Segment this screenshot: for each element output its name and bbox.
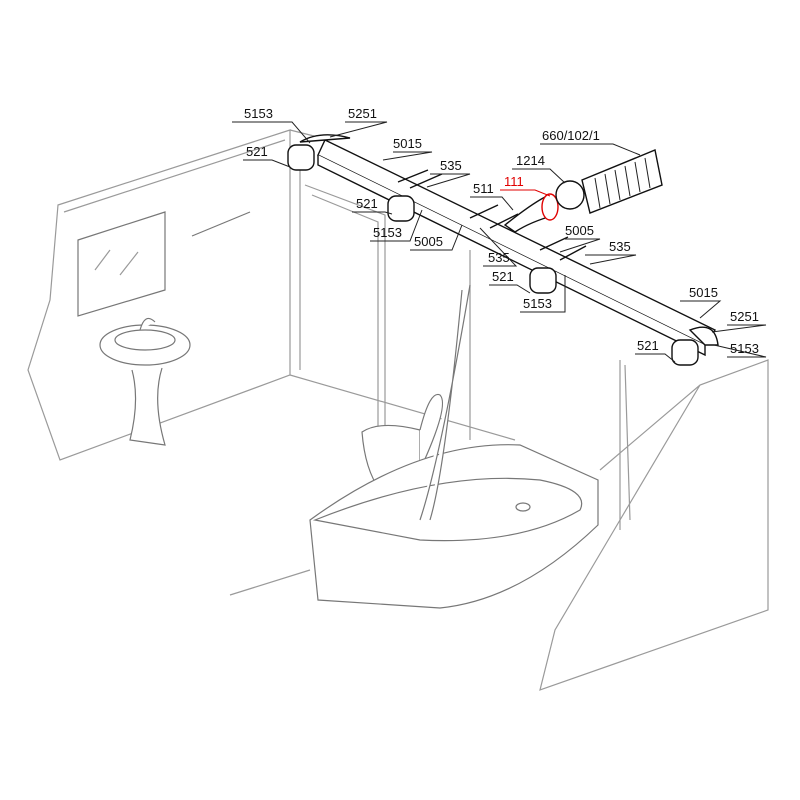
label-5005: 5005 (414, 234, 443, 249)
leader-lines (232, 121, 767, 363)
duct-main (299, 134, 719, 357)
mirror (77, 211, 166, 317)
label-5153: 5153 (373, 225, 402, 240)
label-535: 535 (440, 158, 462, 173)
label-521: 521 (492, 269, 514, 284)
label-5153: 5153 (244, 106, 273, 121)
part-labels: 5153 5251 521 5015 535 660/102/1 1214 11… (244, 106, 759, 356)
label-535: 535 (609, 239, 631, 254)
label-511: 511 (473, 181, 494, 196)
towel-rail (191, 211, 251, 237)
flexible-hose (503, 149, 663, 233)
outlet-nozzles (287, 144, 699, 366)
bathtub (309, 284, 599, 609)
label-5153: 5153 (730, 341, 759, 356)
label-5153: 5153 (523, 296, 552, 311)
label-5251: 5251 (730, 309, 759, 324)
label-535: 535 (488, 250, 510, 265)
label-5015: 5015 (689, 285, 718, 300)
label-521: 521 (637, 338, 659, 353)
sink (99, 317, 191, 446)
label-5005: 5005 (565, 223, 594, 238)
label-521: 521 (246, 144, 268, 159)
label-5251: 5251 (348, 106, 377, 121)
label-1214: 1214 (516, 153, 545, 168)
label-660-102-1: 660/102/1 (542, 128, 600, 143)
label-5015: 5015 (393, 136, 422, 151)
label-111-highlighted: 111 (504, 174, 524, 189)
duct-connectors (397, 169, 587, 261)
label-521: 521 (356, 196, 378, 211)
